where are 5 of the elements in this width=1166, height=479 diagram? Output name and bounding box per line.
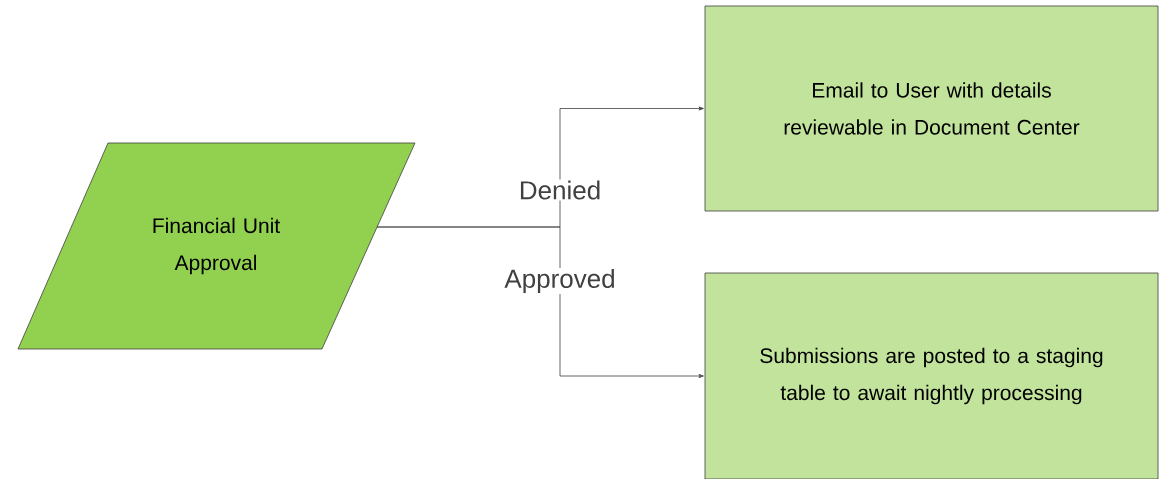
edge-label: Denied	[517, 179, 603, 201]
arrow	[376, 226, 704, 378]
process-box: Email to User with details reviewable in Document Center	[704, 5, 1159, 212]
process-box: Submissions are posted to a staging table to await nightly processing	[704, 272, 1159, 479]
edge-label: Approved	[503, 267, 617, 295]
